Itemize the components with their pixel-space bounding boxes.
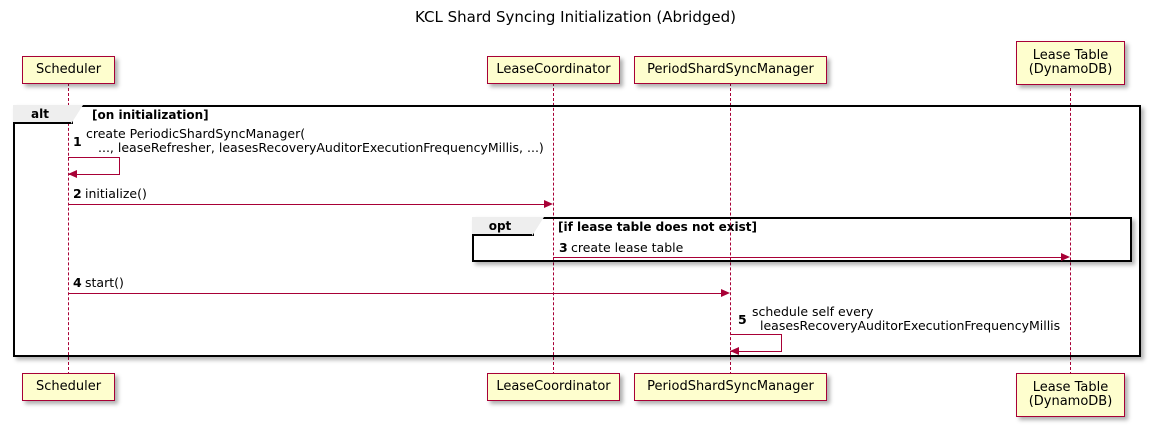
- page-title: KCL Shard Syncing Initialization (Abridg…: [415, 8, 736, 26]
- message-3-text-line1: create lease table: [571, 240, 684, 255]
- message-5-text-line1: schedule self every: [752, 304, 874, 319]
- message-1-self-loop: [68, 157, 120, 175]
- participant-lease-coordinator-top[interactable]: LeaseCoordinator: [487, 56, 620, 84]
- fragment-alt: [13, 105, 1141, 357]
- participant-lease-coordinator-label: LeaseCoordinator: [496, 62, 611, 77]
- message-4-number: 4: [73, 275, 82, 290]
- message-5-text-line2: leasesRecoveryAuditorExecutionFrequencyM…: [760, 318, 1061, 333]
- fragment-alt-guard: [on initialization]: [92, 108, 209, 122]
- participant-scheduler-label-bottom: Scheduler: [35, 379, 102, 394]
- lifeline-lease-table: [1070, 88, 1071, 375]
- message-1-text-line1: create PeriodicShardSyncManager(: [86, 126, 306, 141]
- message-3-number: 3: [559, 240, 568, 255]
- message-5-number: 5: [738, 312, 747, 327]
- participant-scheduler-top[interactable]: Scheduler: [22, 56, 115, 84]
- participant-lease-coordinator-bottom[interactable]: LeaseCoordinator: [487, 373, 620, 401]
- participant-period-shard-sync-manager-bottom[interactable]: PeriodShardSyncManager: [634, 373, 827, 401]
- participant-period-shard-sync-manager-top[interactable]: PeriodShardSyncManager: [634, 56, 827, 84]
- message-5-arrowhead: [730, 347, 739, 355]
- fragment-alt-operator: alt: [13, 105, 83, 124]
- message-3-line: [553, 257, 1062, 258]
- participant-lease-table-label-line1-bottom: Lease Table: [1032, 380, 1109, 395]
- participant-scheduler-label: Scheduler: [35, 62, 102, 77]
- message-5-self-loop: [730, 334, 782, 352]
- message-4-arrowhead: [721, 289, 730, 297]
- message-1-text-line2: ..., leaseRefresher, leasesRecoveryAudit…: [98, 140, 544, 155]
- message-2-line: [68, 204, 545, 205]
- message-1-arrowhead: [68, 170, 77, 178]
- message-4-line: [68, 293, 722, 294]
- message-2-text-line1: initialize(): [85, 186, 147, 201]
- participant-lease-table-bottom[interactable]: Lease Table (DynamoDB): [1016, 373, 1125, 417]
- message-4-text-line1: start(): [85, 275, 124, 290]
- participant-period-shard-sync-manager-label-bottom: PeriodShardSyncManager: [647, 379, 814, 394]
- participant-lease-table-label-line2: (DynamoDB): [1028, 62, 1113, 77]
- lifeline-scheduler: [68, 83, 69, 375]
- lifeline-period-shard-sync-manager: [730, 83, 731, 375]
- message-1-number: 1: [73, 134, 82, 149]
- fragment-opt-guard: [if lease table does not exist]: [558, 220, 758, 234]
- participant-lease-table-top[interactable]: Lease Table (DynamoDB): [1016, 41, 1125, 85]
- fragment-opt: [472, 217, 1132, 262]
- message-3-arrowhead: [1061, 253, 1070, 261]
- fragment-opt-operator: opt: [472, 217, 544, 236]
- participant-lease-table-label-line1: Lease Table: [1032, 48, 1109, 63]
- participant-period-shard-sync-manager-label: PeriodShardSyncManager: [647, 62, 814, 77]
- message-2-arrowhead: [544, 200, 553, 208]
- message-2-number: 2: [73, 186, 82, 201]
- lifeline-lease-coordinator: [553, 83, 554, 375]
- participant-lease-table-label-line2-bottom: (DynamoDB): [1028, 394, 1113, 409]
- participant-scheduler-bottom[interactable]: Scheduler: [22, 373, 115, 401]
- participant-lease-coordinator-label-bottom: LeaseCoordinator: [496, 379, 611, 394]
